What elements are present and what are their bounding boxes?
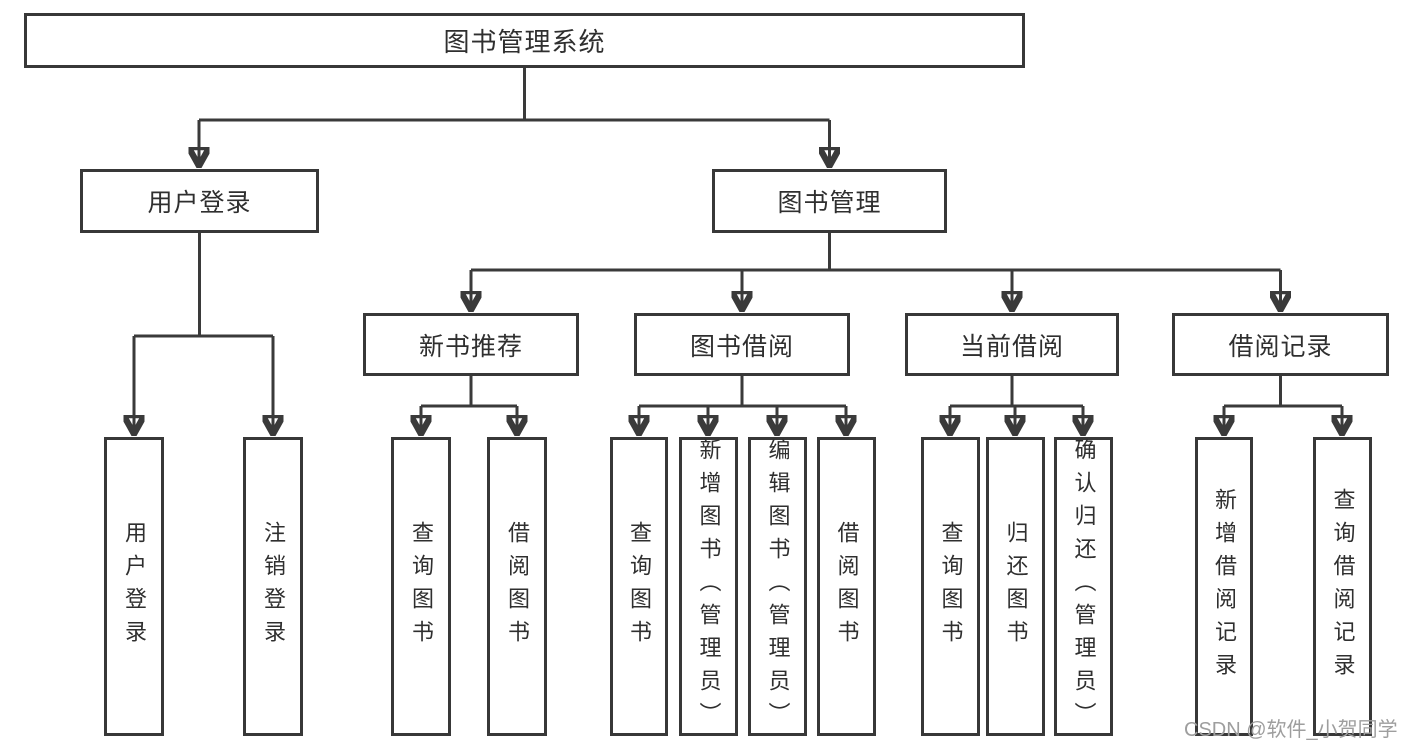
leaf-query-book-3-label: 查询图书: [938, 520, 964, 653]
node-book-borrow: 图书借阅: [634, 313, 850, 376]
node-book-mgmt-label: 图书管理: [777, 189, 882, 217]
leaf-borrow-book-1: 借阅图书: [487, 437, 547, 736]
node-root: 图书管理系统: [24, 13, 1025, 68]
leaf-query-borrow-record-label: 查询借阅记录: [1330, 487, 1356, 686]
leaf-user-login: 用户登录: [104, 437, 164, 736]
node-book-borrow-label: 图书借阅: [689, 332, 794, 361]
leaf-query-book-2: 查询图书: [610, 437, 668, 736]
node-user-login-label: 用户登录: [147, 189, 252, 217]
leaf-user-login-label: 用户登录: [122, 520, 147, 653]
leaf-add-borrow-record-label: 新增借阅记录: [1212, 487, 1237, 686]
leaf-return-book-label: 归还图书: [1003, 520, 1029, 653]
node-new-book-rec-label: 新书推荐: [418, 332, 523, 361]
node-current-borrow: 当前借阅: [905, 313, 1119, 376]
leaf-borrow-book-1-label: 借阅图书: [505, 520, 530, 653]
node-root-label: 图书管理系统: [443, 27, 606, 57]
leaf-query-book-1: 查询图书: [391, 437, 451, 736]
node-borrow-record: 借阅记录: [1172, 313, 1389, 376]
node-user-login: 用户登录: [80, 169, 319, 233]
node-current-borrow-label: 当前借阅: [959, 332, 1064, 361]
watermark-text: CSDN @软件_小贺同学: [1184, 719, 1398, 741]
leaf-confirm-return: 确认归还（管理员）: [1054, 437, 1113, 736]
leaf-add-borrow-record: 新增借阅记录: [1195, 437, 1253, 736]
leaf-add-book: 新增图书（管理员）: [679, 437, 738, 736]
leaf-query-book-2-label: 查询图书: [627, 520, 652, 653]
leaf-add-book-label: 新增图书（管理员）: [696, 438, 722, 735]
leaf-return-book: 归还图书: [986, 437, 1045, 736]
leaf-edit-book-label: 编辑图书（管理员）: [765, 438, 791, 735]
leaf-query-book-1-label: 查询图书: [409, 520, 434, 653]
leaf-logout-label: 注销登录: [261, 520, 286, 653]
node-book-mgmt: 图书管理: [712, 169, 947, 233]
leaf-borrow-book-2: 借阅图书: [817, 437, 876, 736]
node-borrow-record-label: 借阅记录: [1228, 332, 1333, 361]
leaf-query-book-3: 查询图书: [921, 437, 980, 736]
leaf-confirm-return-label: 确认归还（管理员）: [1071, 438, 1097, 735]
leaf-query-borrow-record: 查询借阅记录: [1313, 437, 1372, 736]
leaf-logout: 注销登录: [243, 437, 303, 736]
leaf-borrow-book-2-label: 借阅图书: [834, 520, 860, 653]
leaf-edit-book: 编辑图书（管理员）: [748, 437, 807, 736]
node-new-book-rec: 新书推荐: [363, 313, 579, 376]
